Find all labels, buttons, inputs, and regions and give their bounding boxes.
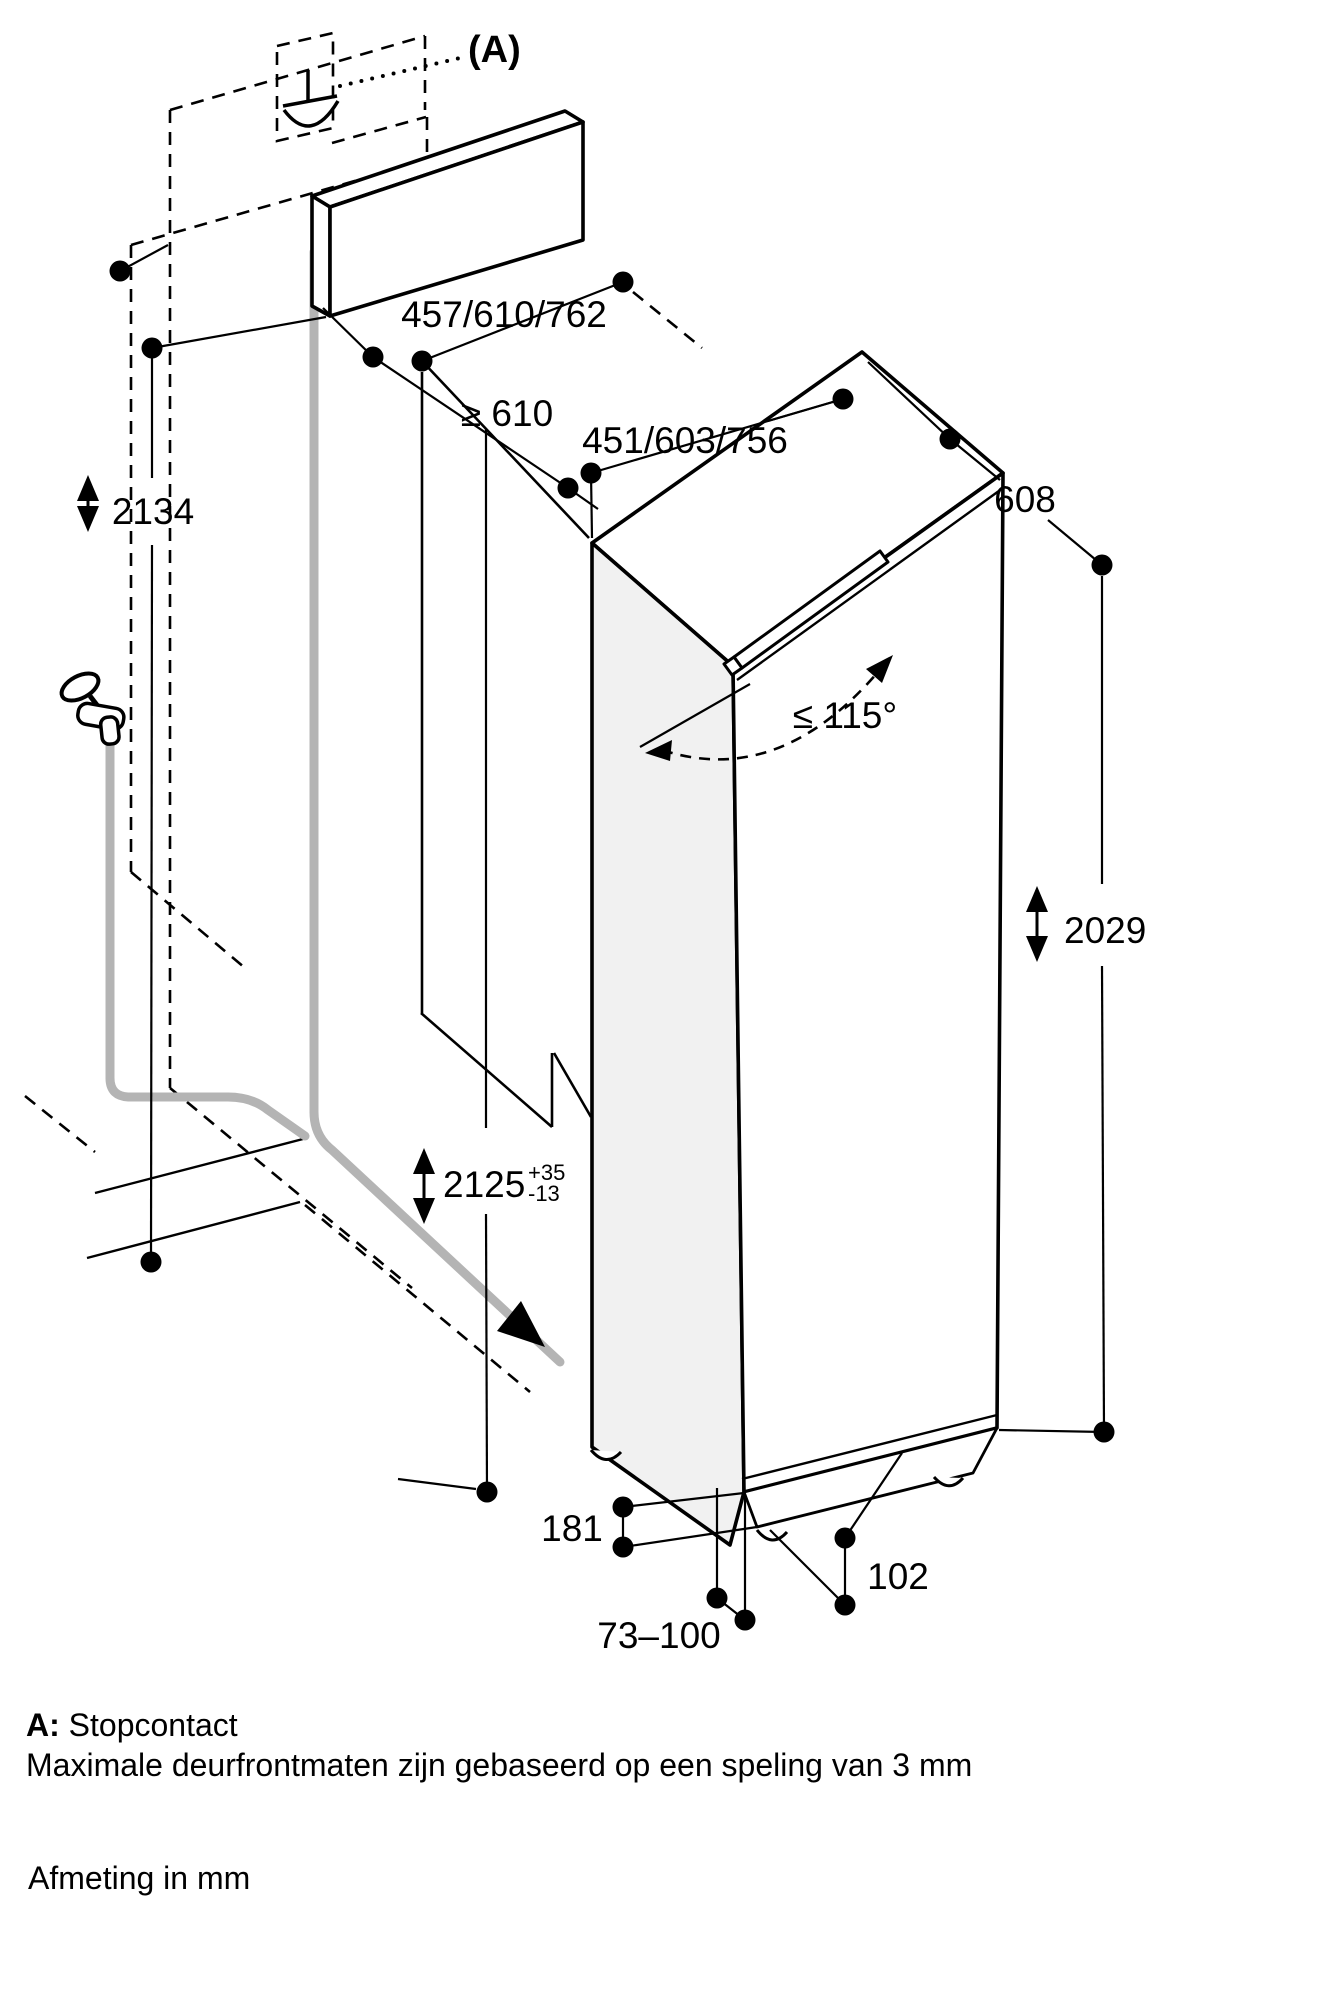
dim-foot-inset: 102 xyxy=(769,1452,929,1616)
dimension-point xyxy=(1091,554,1113,576)
appliance xyxy=(589,350,1005,1547)
dimension-point xyxy=(557,477,579,499)
dim-niche-height-minus: -13 xyxy=(528,1181,560,1206)
plinth xyxy=(742,1426,999,1529)
legend-line-door-note: Maximale deurfrontmaten zijn gebaseerd o… xyxy=(26,1747,973,1783)
double-arrow xyxy=(1026,936,1048,962)
double-arrow xyxy=(1026,886,1048,912)
dimension-point xyxy=(612,1496,634,1518)
door-swing-arc xyxy=(661,671,879,761)
dim-inner-widths-label: 451/603/756 xyxy=(582,420,788,461)
niche-outline xyxy=(24,31,703,1393)
dimension-point xyxy=(612,271,634,293)
legend-value: Stopcontact xyxy=(68,1707,238,1743)
dimension-point xyxy=(706,1587,728,1609)
dim-plinth-recess: 181 xyxy=(541,1491,758,1558)
legend-key: A: xyxy=(26,1707,60,1743)
dimension-point xyxy=(141,337,163,359)
socket-leader-dotted xyxy=(338,56,462,88)
double-arrow xyxy=(413,1148,435,1174)
dim-clearance: ≥ 610 xyxy=(322,307,599,510)
dim-foot-inset-label: 102 xyxy=(867,1556,929,1597)
units-note: Afmeting in mm xyxy=(28,1860,251,1896)
dimension-point xyxy=(734,1609,756,1631)
dimension-point xyxy=(832,388,854,410)
top-panel xyxy=(310,109,585,318)
appliance-side-face xyxy=(590,541,746,1547)
dim-niche-height: 2125 +35 -13 xyxy=(397,429,565,1503)
dimension-point xyxy=(109,260,131,282)
dimension-point xyxy=(140,1251,162,1273)
legend: A: Stopcontact Maximale deurfrontmaten z… xyxy=(26,1705,972,1785)
dimension-point xyxy=(834,1527,856,1549)
flow-arrow xyxy=(497,1301,545,1347)
water-supply-line xyxy=(105,247,565,1367)
dim-total-height-label: 2134 xyxy=(112,491,194,532)
dim-foot-height: 73–100 xyxy=(597,1488,756,1656)
double-arrow xyxy=(77,475,99,501)
dim-foot-height-label: 73–100 xyxy=(597,1615,720,1656)
dim-clearance-label: ≥ 610 xyxy=(461,393,553,434)
dim-total-height: 2134 xyxy=(77,244,327,1273)
dim-plinth-recess-label: 181 xyxy=(541,1508,603,1549)
appliance-foot xyxy=(755,1529,789,1542)
door-swing xyxy=(639,655,893,761)
dim-appliance-height: 2029 xyxy=(998,576,1146,1443)
dim-door-angle-label: ≤ 115° xyxy=(793,695,897,736)
dim-inner-widths: 451/603/756 xyxy=(580,388,854,539)
dim-panel-widths-label: 457/610/762 xyxy=(401,294,607,335)
dim-appliance-height-label: 2029 xyxy=(1064,910,1146,951)
dimension-point xyxy=(580,462,602,484)
socket-icon xyxy=(282,70,340,128)
door-swing-arrow xyxy=(866,655,893,683)
appliance-foot xyxy=(589,1449,623,1461)
dimension-point xyxy=(411,350,433,372)
door-handle-end xyxy=(722,655,744,677)
dim-niche-height-plus: +35 xyxy=(528,1160,565,1185)
floor-lines xyxy=(86,1137,304,1260)
socket-ref-label: (A) xyxy=(468,29,521,71)
door-swing-arrow xyxy=(645,740,672,761)
dimension-point xyxy=(939,428,961,450)
niche-side-panel xyxy=(420,360,593,1128)
dim-niche-height-label: 2125 xyxy=(443,1164,525,1205)
dim-depth-label: 608 xyxy=(994,479,1056,520)
dimension-point xyxy=(612,1536,634,1558)
dim-panel-widths: 457/610/762 xyxy=(401,271,634,372)
dimension-point xyxy=(362,346,384,368)
dimension-point xyxy=(834,1594,856,1616)
double-arrow xyxy=(77,506,99,532)
dim-depth: 608 xyxy=(867,361,1113,576)
double-arrow xyxy=(413,1198,435,1224)
appliance-foot xyxy=(932,1475,965,1488)
dimension-point xyxy=(476,1481,498,1503)
legend-line-socket: A: Stopcontact xyxy=(26,1705,972,1745)
dimension-point xyxy=(1093,1421,1115,1443)
tap-icon xyxy=(59,671,126,746)
